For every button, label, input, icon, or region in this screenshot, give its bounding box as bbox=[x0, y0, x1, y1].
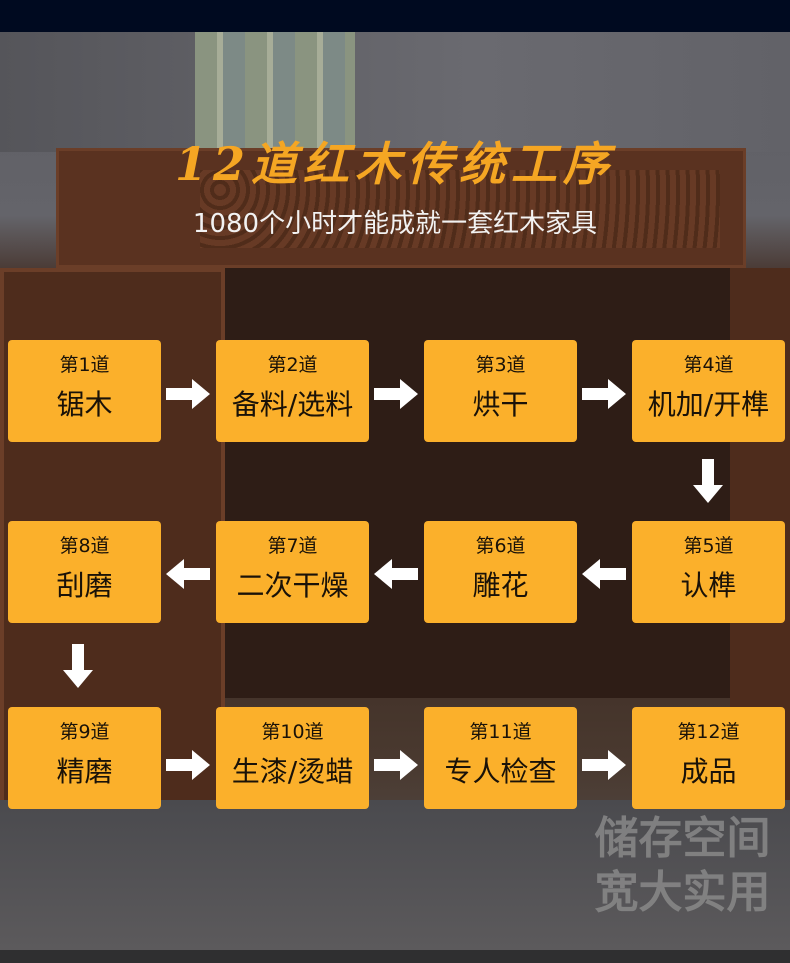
arrow-right-icon bbox=[166, 750, 210, 780]
step-number: 第7道 bbox=[267, 535, 318, 557]
arrow-down-icon bbox=[63, 644, 93, 688]
step-label: 锯木 bbox=[56, 388, 113, 421]
arrow-right-icon bbox=[374, 379, 418, 409]
step-number: 第4道 bbox=[683, 354, 734, 376]
floor bbox=[0, 800, 790, 950]
step-5: 第5道认榫 bbox=[632, 521, 785, 623]
step-label: 专人检查 bbox=[444, 755, 557, 788]
arrow-left-icon bbox=[374, 559, 418, 589]
step-number: 第9道 bbox=[59, 721, 110, 743]
arrow-left-icon bbox=[166, 559, 210, 589]
step-12: 第12道成品 bbox=[632, 707, 785, 809]
step-9: 第9道精磨 bbox=[8, 707, 161, 809]
step-label: 精磨 bbox=[56, 755, 113, 788]
arrow-right-icon bbox=[582, 379, 626, 409]
step-number: 第8道 bbox=[59, 535, 110, 557]
step-label: 备料/选料 bbox=[231, 388, 354, 421]
step-number: 第5道 bbox=[683, 535, 734, 557]
page-title: 12道红木传统工序 bbox=[174, 137, 615, 191]
arrow-right-icon bbox=[166, 379, 210, 409]
step-label: 成品 bbox=[680, 755, 737, 788]
top-bar bbox=[0, 0, 790, 32]
step-8: 第8道刮磨 bbox=[8, 521, 161, 623]
page-subtitle: 1080个小时才能成就一套红木家具 bbox=[192, 209, 598, 239]
step-10: 第10道生漆/烫蜡 bbox=[216, 707, 369, 809]
step-label: 生漆/烫蜡 bbox=[231, 755, 354, 788]
step-7: 第7道二次干燥 bbox=[216, 521, 369, 623]
watermark-line-2: 宽大实用 bbox=[594, 867, 771, 918]
bottom-bar bbox=[0, 950, 790, 963]
arrow-down-icon bbox=[693, 459, 723, 503]
step-2: 第2道备料/选料 bbox=[216, 340, 369, 442]
step-1: 第1道锯木 bbox=[8, 340, 161, 442]
step-label: 机加/开榫 bbox=[647, 388, 770, 421]
watermark-line-1: 储存空间 bbox=[594, 813, 771, 864]
step-number: 第12道 bbox=[677, 721, 740, 743]
arrow-left-icon bbox=[582, 559, 626, 589]
step-11: 第11道专人检查 bbox=[424, 707, 577, 809]
step-label: 认榫 bbox=[680, 569, 737, 602]
step-number: 第11道 bbox=[469, 721, 532, 743]
cabinet-interior bbox=[225, 268, 730, 698]
step-label: 雕花 bbox=[472, 569, 529, 602]
step-number: 第6道 bbox=[475, 535, 526, 557]
step-number: 第10道 bbox=[261, 721, 324, 743]
step-number: 第3道 bbox=[475, 354, 526, 376]
step-label: 二次干燥 bbox=[236, 569, 349, 602]
wall bbox=[0, 32, 790, 152]
step-label: 刮磨 bbox=[56, 569, 113, 602]
step-number: 第1道 bbox=[59, 354, 110, 376]
step-6: 第6道雕花 bbox=[424, 521, 577, 623]
arrow-right-icon bbox=[374, 750, 418, 780]
carved-panel bbox=[200, 170, 720, 248]
step-number: 第2道 bbox=[267, 354, 318, 376]
step-4: 第4道机加/开榫 bbox=[632, 340, 785, 442]
watermark: 储存空间 宽大实用 bbox=[575, 812, 790, 920]
step-3: 第3道烘干 bbox=[424, 340, 577, 442]
step-label: 烘干 bbox=[472, 388, 529, 421]
books-image bbox=[195, 32, 355, 152]
arrow-right-icon bbox=[582, 750, 626, 780]
